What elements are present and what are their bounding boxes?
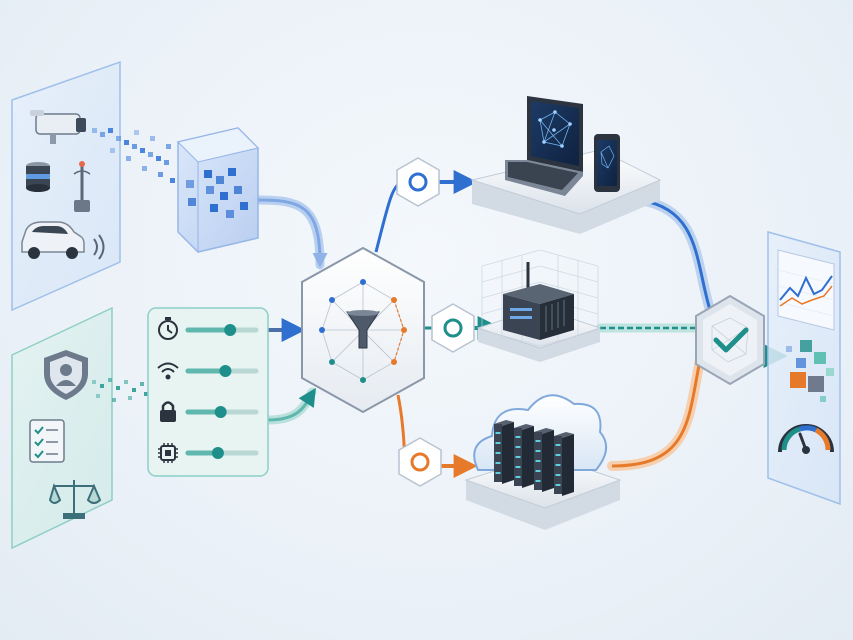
router-ring-orange-icon <box>410 452 430 472</box>
setting-row-lock[interactable] <box>160 401 259 423</box>
checkmark-icon <box>713 327 749 353</box>
wireless-signal-icon <box>93 234 105 260</box>
device-endpoint-platform[interactable] <box>470 96 662 234</box>
setting-row-clock[interactable] <box>158 317 259 340</box>
router-teal[interactable] <box>431 303 475 353</box>
smartphone-icon <box>594 134 620 192</box>
balance-scale-icon <box>48 480 102 519</box>
data-cube <box>177 127 259 253</box>
checklist-document-icon <box>29 419 65 463</box>
policy-stream-particles <box>92 378 148 402</box>
funnel-icon <box>346 310 380 349</box>
lock-icon <box>160 401 176 422</box>
router-ring-blue-icon <box>408 172 428 192</box>
server-unit <box>534 428 554 492</box>
gauge-icon <box>778 424 834 454</box>
cloud-server-platform[interactable] <box>464 394 622 530</box>
shield-user-icon <box>44 350 88 400</box>
wifi-icon <box>157 362 179 380</box>
sensor-sources-panel <box>11 60 175 312</box>
security-camera-icon <box>30 110 86 144</box>
chip-icon <box>158 443 178 463</box>
slider-knob[interactable] <box>214 406 227 418</box>
connector-cloud-to-validator <box>607 355 705 471</box>
slider-knob[interactable] <box>224 324 237 336</box>
central-processing-hub[interactable] <box>301 246 425 414</box>
server-unit <box>554 432 574 496</box>
setting-row-wifi[interactable] <box>157 362 259 380</box>
slider-knob[interactable] <box>219 365 232 377</box>
clock-icon <box>158 317 178 340</box>
cloud-server-rack-icon <box>494 420 574 496</box>
router-orange[interactable] <box>398 437 442 487</box>
edge-server-icon <box>503 262 574 340</box>
cube-cluster-icon <box>786 340 834 402</box>
server-unit <box>514 424 534 488</box>
lidar-sensor-icon <box>26 162 50 192</box>
slider-knob[interactable] <box>211 447 224 459</box>
setting-row-chip[interactable] <box>158 443 259 463</box>
line-chart-icon <box>777 249 835 331</box>
router-ring-teal-icon <box>443 318 463 338</box>
edge-server-platform[interactable] <box>476 249 602 362</box>
car-icon <box>21 221 85 259</box>
laptop-icon <box>505 96 583 196</box>
data-stream-particles <box>92 128 175 183</box>
validation-node[interactable] <box>695 294 765 386</box>
router-blue[interactable] <box>396 157 440 207</box>
flow-connectors <box>253 170 788 478</box>
connector-cube-to-hub <box>253 195 325 270</box>
output-dashboard-panel <box>767 231 841 506</box>
server-unit <box>494 420 514 484</box>
policy-sources-panel <box>11 306 148 550</box>
antenna-tower-icon <box>73 161 91 212</box>
settings-panel <box>147 307 269 477</box>
